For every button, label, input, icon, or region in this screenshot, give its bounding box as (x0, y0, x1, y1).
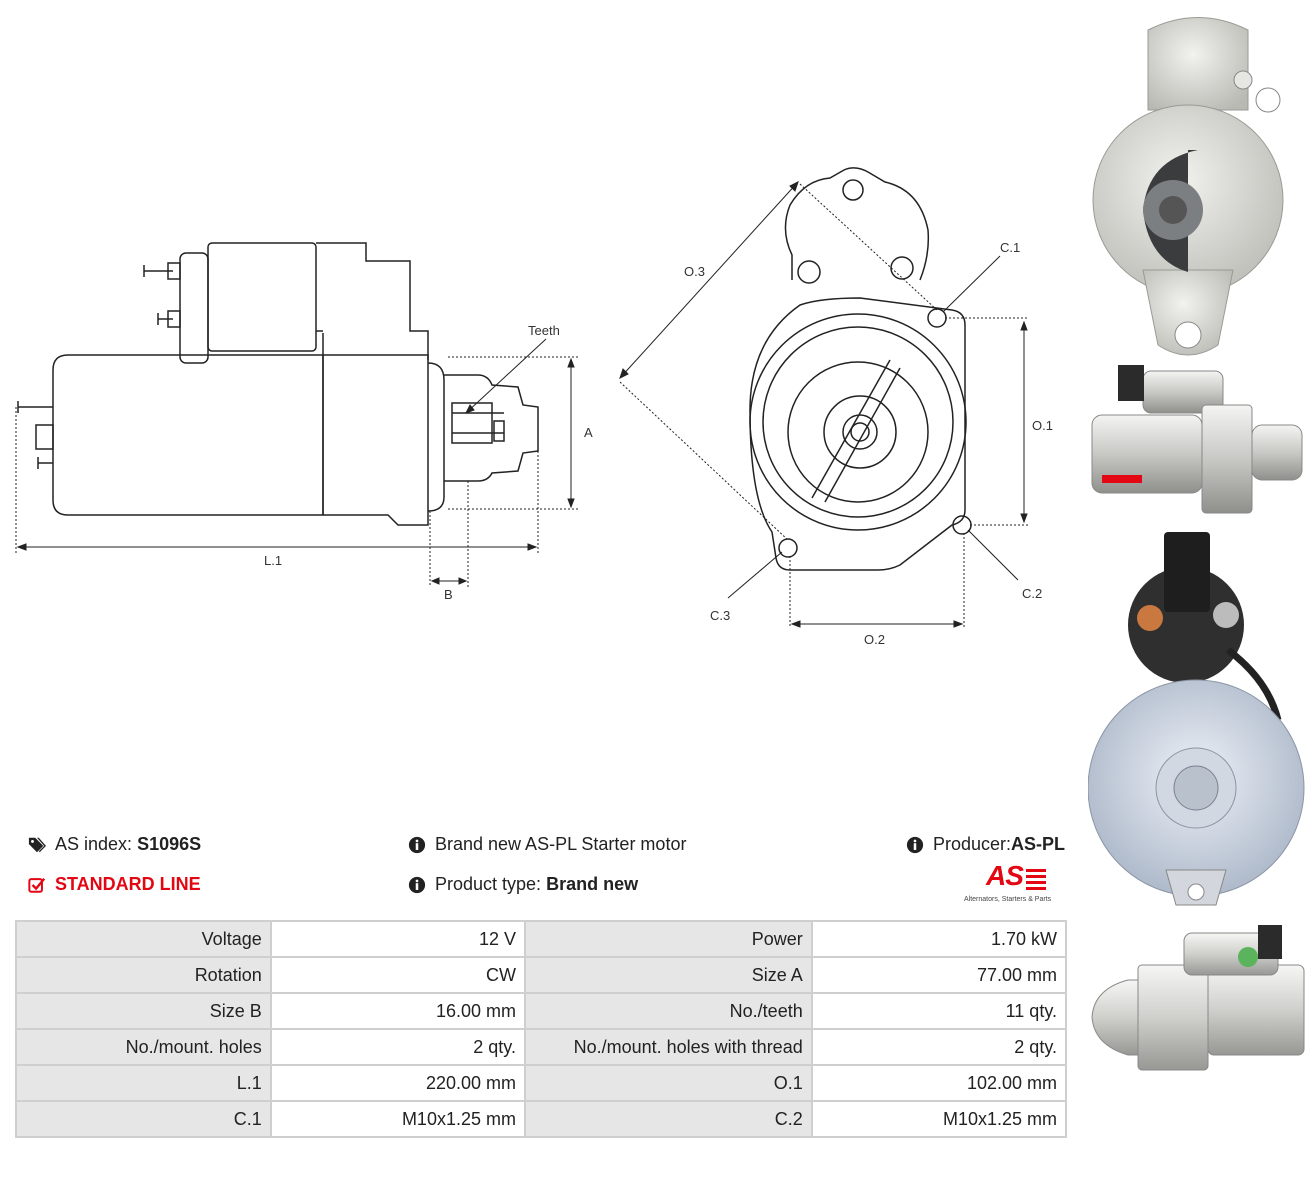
spec-value: 16.00 mm (271, 994, 524, 1028)
spec-value: 11 qty. (812, 994, 1065, 1028)
spec-value: 102.00 mm (812, 1066, 1065, 1100)
spec-key: Voltage (17, 922, 270, 956)
standard-line-label: STANDARD LINE (55, 874, 201, 894)
spec-key: Rotation (17, 958, 270, 992)
spec-value: 12 V (271, 922, 524, 956)
spec-value: M10x1.25 mm (812, 1102, 1065, 1136)
spec-value: 1.70 kW (812, 922, 1065, 956)
as-pl-logo: AS Alternators, Starters & Parts (964, 860, 1068, 908)
product-type-row: Product type: Brand new (408, 874, 638, 895)
product-photo-rear (1088, 532, 1305, 906)
spec-value: CW (271, 958, 524, 992)
spec-key: No./teeth (525, 994, 811, 1028)
checkbox-icon (28, 877, 46, 893)
description-row: Brand new AS-PL Starter motor (408, 834, 686, 855)
teeth-label: Teeth (528, 323, 560, 338)
dimension-a-label: A (584, 425, 593, 440)
info-icon (408, 836, 426, 853)
producer-row: Producer: AS-PL (906, 834, 1065, 855)
product-type-value: Brand new (546, 874, 639, 894)
producer-label: Producer: (933, 834, 1012, 854)
side-view-drawing: Teeth A L.1 B (15, 242, 593, 602)
spec-value: M10x1.25 mm (271, 1102, 524, 1136)
spec-key: No./mount. holes with thread (525, 1030, 811, 1064)
spec-value: 2 qty. (812, 1030, 1065, 1064)
spec-key: C.1 (17, 1102, 270, 1136)
product-photo-side (1091, 365, 1303, 514)
line-row: STANDARD LINE (28, 874, 201, 895)
dimension-b-label: B (444, 587, 453, 602)
spec-key: No./mount. holes (17, 1030, 270, 1064)
logo-mark-icon (1026, 869, 1046, 890)
dimension-c3-label: C.3 (710, 608, 730, 623)
spec-key: Size A (525, 958, 811, 992)
product-description: Brand new AS-PL Starter motor (435, 834, 687, 854)
front-view-drawing: O.3 C.1 O.1 C.2 C.3 O.2 (619, 167, 1053, 647)
as-index-row: AS index: S1096S (28, 834, 201, 855)
spec-key: L.1 (17, 1066, 270, 1100)
spec-key: Size B (17, 994, 270, 1028)
spec-value: 2 qty. (271, 1030, 524, 1064)
info-icon (906, 836, 924, 853)
product-type-label: Product type: (435, 874, 542, 894)
dimension-c1-label: C.1 (1000, 240, 1020, 255)
logo-text: AS (986, 860, 1024, 891)
spec-key: Power (525, 922, 811, 956)
product-photo-angle (1091, 925, 1305, 1071)
spec-value: 220.00 mm (271, 1066, 524, 1100)
logo-tagline: Alternators, Starters & Parts (964, 896, 1052, 903)
product-photo-front (1092, 17, 1284, 356)
spec-key: O.1 (525, 1066, 811, 1100)
dimension-o1-label: O.1 (1032, 418, 1053, 433)
dimension-c2-label: C.2 (1022, 586, 1042, 601)
info-icon (408, 876, 426, 893)
as-index-label: AS index: (55, 834, 133, 854)
as-index-value: S1096S (137, 834, 202, 854)
dimension-o2-label: O.2 (864, 632, 885, 647)
dimension-l1-label: L.1 (264, 553, 282, 568)
producer-value: AS-PL (1011, 834, 1066, 854)
spec-value: 77.00 mm (812, 958, 1065, 992)
tags-icon (28, 837, 46, 852)
dimension-o3-label: O.3 (684, 264, 705, 279)
spec-key: C.2 (525, 1102, 811, 1136)
